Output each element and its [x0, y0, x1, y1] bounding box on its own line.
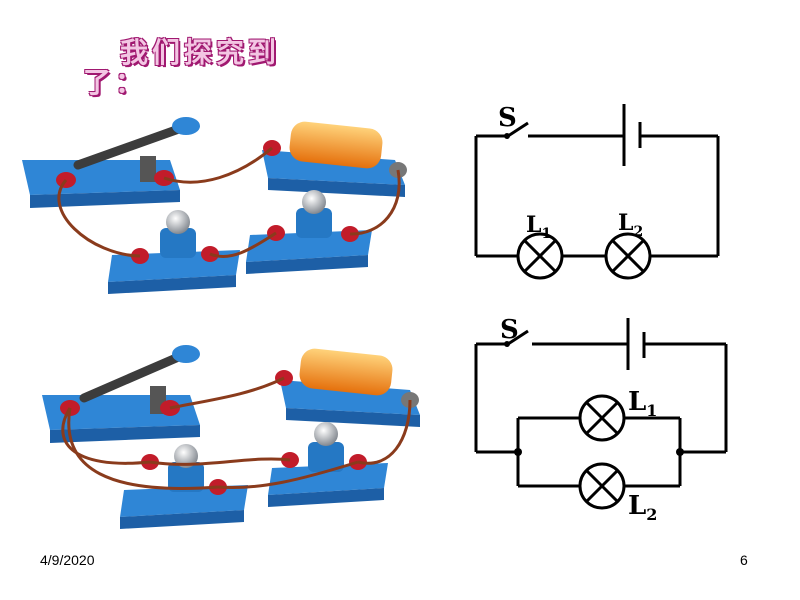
battery-holder	[262, 121, 407, 197]
lamp-symbol-3	[578, 394, 626, 442]
lamp-symbol-1	[516, 232, 564, 280]
parallel-lamp2-label: L2	[628, 491, 657, 524]
lamp-holder-4	[268, 422, 388, 507]
series-lamp1-label: L1	[526, 212, 551, 242]
parallel-switch-label: S	[500, 315, 519, 345]
lamp-holder-1	[108, 210, 240, 294]
parallel-circuit-photo	[42, 345, 420, 529]
slide-date: 4/9/2020	[40, 552, 95, 568]
series-wires	[57, 146, 401, 259]
series-circuit-photo	[22, 117, 407, 294]
title-line-1: 我们探究到	[119, 36, 280, 69]
series-switch-label: S	[498, 103, 517, 133]
series-lamp2-label: L2	[618, 210, 643, 240]
lamp-holder-3	[120, 444, 248, 529]
series-schematic	[474, 104, 720, 280]
knife-switch-2	[42, 345, 200, 443]
lamp-symbol-4	[578, 462, 626, 510]
switch-blade-1	[507, 121, 529, 138]
slide-title: 我们探究到 了：	[40, 38, 360, 98]
battery-holder-2	[275, 348, 420, 427]
parallel-schematic	[474, 318, 728, 510]
lamp-symbol-2	[604, 232, 652, 280]
slide-page-number: 6	[740, 552, 748, 568]
parallel-lamp1-label: L1	[628, 387, 657, 420]
knife-switch	[22, 117, 200, 208]
title-line-2: 了：	[82, 66, 147, 99]
switch-blade-2	[507, 329, 529, 346]
parallel-wires	[61, 376, 412, 490]
lamp-holder-2	[246, 190, 372, 274]
